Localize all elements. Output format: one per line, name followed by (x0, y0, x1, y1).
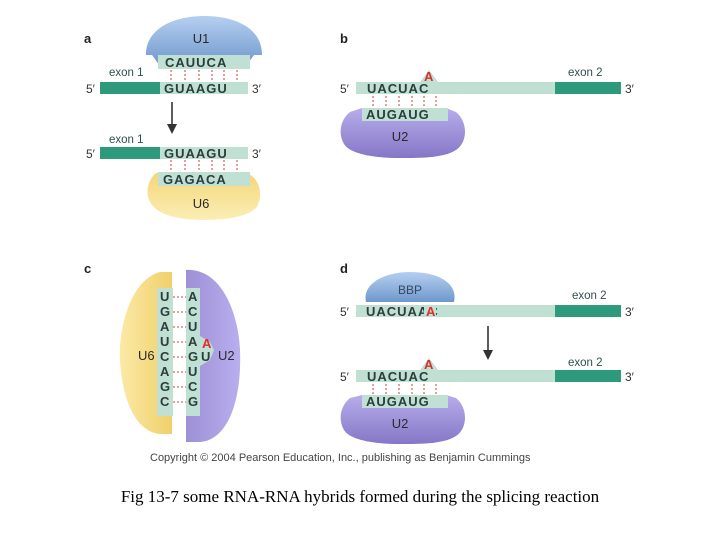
bbp-protein: BBP (365, 272, 455, 302)
exon1-label-a-bottom: exon 1 (109, 134, 144, 146)
copyright-notice: Copyright © 2004 Pearson Education, Inc.… (150, 452, 531, 464)
branch-point-a-b: A (424, 69, 434, 84)
u6-base-1: U (160, 289, 170, 304)
exon2-segment-d-top (555, 305, 621, 317)
u2-sequence-d: AUGAUG (366, 394, 430, 409)
exon2-label-d-top: exon 2 (572, 290, 607, 302)
u1-sequence: CAUUCA (165, 55, 227, 70)
u2-strand-c (186, 288, 214, 416)
u6-strand-c (157, 288, 173, 416)
exon1-segment-a-top (100, 82, 162, 94)
intron-segment-b (356, 82, 556, 94)
u6-label-a: U6 (193, 196, 210, 211)
u2-sequence-c: A C U A G U U C G (188, 289, 211, 409)
intron-sequence-a-bottom: GUAAGU (164, 146, 228, 161)
exon1-segment-a-bottom (100, 147, 162, 159)
base-pairs-a-bottom (170, 160, 238, 171)
u2-label-c: U2 (218, 348, 235, 363)
bbp-label: BBP (398, 283, 422, 297)
u6-base-7: G (160, 379, 171, 394)
u2-base-2: C (188, 304, 198, 319)
five-prime-a-top: 5′ (86, 82, 96, 96)
panel-b: b exon 2 5′ 3′ A UACUAC AUGAUG U2 (340, 31, 635, 158)
exon2-segment-d-bottom (555, 370, 621, 382)
branch-bulge-d (420, 358, 438, 370)
transition-arrow-a (167, 102, 177, 134)
intron-segment-a-bottom (160, 147, 248, 159)
three-prime-d-bottom: 3′ (625, 370, 635, 384)
branch-point-a-d-top: A (426, 304, 436, 319)
u2-label-b: U2 (392, 129, 409, 144)
u1-snrnp: U1 CAUUCA (146, 16, 262, 70)
u6-snrnp-a: GAGACA U6 (147, 172, 261, 220)
branch-bulge-b (420, 70, 438, 82)
u6-base-3: A (160, 319, 170, 334)
panel-label-a: a (84, 31, 92, 46)
u6-sequence-c: U G A U C A G C (160, 289, 171, 409)
u2-base-6: U (188, 364, 198, 379)
panel-c: c U6 U G A U C A G C U2 A C U A G U U C … (84, 261, 241, 442)
branch-point-a-d-bottom: A (424, 357, 434, 372)
base-pairs-c (173, 296, 186, 403)
panel-label-c: c (84, 261, 91, 276)
panel-a: a U1 CAUUCA exon 1 5′ GUAAGU 3′ exon 1 5… (84, 16, 262, 220)
u2-snrnp-b: AUGAUG U2 (340, 107, 465, 158)
u6-base-4: U (160, 334, 170, 349)
figure-caption: Fig 13-7 some RNA-RNA hybrids formed dur… (120, 487, 600, 506)
five-prime-a-bottom: 5′ (86, 147, 96, 161)
exon2-label-b: exon 2 (568, 67, 603, 79)
base-pairs-b (372, 96, 437, 107)
branch-sequence-d-bottom: UACUAC (367, 369, 429, 384)
u2-base-1: A (188, 289, 198, 304)
u6-base-2: G (160, 304, 171, 319)
panel-label-b: b (340, 31, 348, 46)
five-prime-d-bottom: 5′ (340, 370, 350, 384)
five-prime-b: 5′ (340, 82, 350, 96)
three-prime-d-top: 3′ (625, 305, 635, 319)
u2-snrnp-d: AUGAUG U2 (340, 394, 465, 444)
u6-base-8: C (160, 394, 170, 409)
intron-segment-a-top (160, 82, 248, 94)
u2-base-bulge-u: U (201, 349, 211, 364)
panel-label-d: d (340, 261, 348, 276)
u6-base-5: C (160, 349, 170, 364)
exon2-label-d-bottom: exon 2 (568, 357, 603, 369)
branch-sequence-b: UACUAC (367, 81, 429, 96)
u2-base-3: U (188, 319, 198, 334)
u6-base-6: A (160, 364, 170, 379)
u6-label-c: U6 (138, 348, 155, 363)
exon1-label-a-top: exon 1 (109, 67, 144, 79)
exon2-segment-b (555, 82, 621, 94)
five-prime-d-top: 5′ (340, 305, 350, 319)
panel-d: d BBP exon 2 5′ 3′ UACUAAC A exon 2 5′ 3… (340, 261, 635, 444)
rna-hybrids-figure: a U1 CAUUCA exon 1 5′ GUAAGU 3′ exon 1 5… (84, 16, 635, 444)
intron-segment-d-top (356, 305, 556, 317)
u2-base-8: G (188, 394, 199, 409)
branch-sequence-d-top: UACUAAC (366, 304, 439, 319)
three-prime-a-bottom: 3′ (252, 147, 262, 161)
u1-label: U1 (193, 31, 210, 46)
branch-a-highlight-bg (424, 305, 436, 317)
u2-sequence-b: AUGAUG (366, 107, 430, 122)
u6-sequence-a: GAGACA (163, 172, 227, 187)
u2-base-7: C (188, 379, 198, 394)
base-pairs-d (372, 384, 437, 394)
transition-arrow-d (483, 326, 493, 360)
branch-point-a-c: A (202, 336, 212, 351)
intron-sequence-a-top: GUAAGU (164, 81, 228, 96)
three-prime-a-top: 3′ (252, 82, 262, 96)
u2-base-5: G (188, 349, 199, 364)
u2-label-d: U2 (392, 416, 409, 431)
u2-base-4: A (188, 334, 198, 349)
three-prime-b: 3′ (625, 82, 635, 96)
base-pairs-a-top (170, 70, 238, 80)
intron-segment-d-bottom (356, 370, 556, 382)
